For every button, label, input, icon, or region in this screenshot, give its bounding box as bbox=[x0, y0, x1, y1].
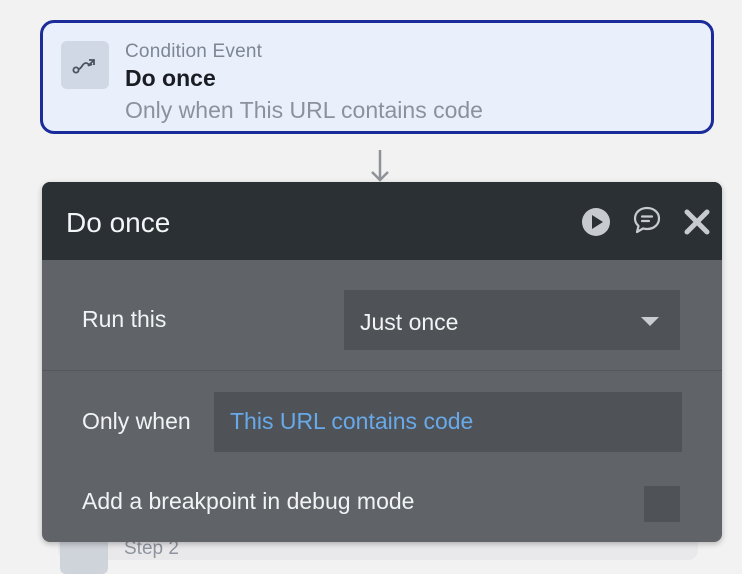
only-when-expression: This URL contains code bbox=[230, 408, 474, 434]
panel-title: Do once bbox=[66, 207, 171, 238]
run-this-selected-value: Just once bbox=[360, 309, 459, 335]
condition-event-card[interactable]: Condition Event Do once Only when This U… bbox=[40, 20, 714, 134]
only-when-label: Only when bbox=[82, 408, 191, 434]
event-title: Do once bbox=[125, 65, 216, 91]
run-this-label: Run this bbox=[82, 306, 167, 332]
panel-header: Do once bbox=[42, 182, 722, 260]
comment-icon[interactable] bbox=[631, 204, 663, 236]
close-icon[interactable] bbox=[681, 206, 713, 238]
event-condition-summary: Only when This URL contains code bbox=[125, 97, 483, 123]
route-icon bbox=[61, 41, 109, 89]
play-icon[interactable] bbox=[580, 206, 612, 238]
breakpoint-label: Add a breakpoint in debug mode bbox=[82, 488, 415, 514]
connector-arrow-icon bbox=[371, 150, 389, 182]
breakpoint-checkbox[interactable] bbox=[644, 486, 680, 522]
event-type-label: Condition Event bbox=[125, 41, 263, 62]
only-when-expression-field[interactable]: This URL contains code bbox=[214, 392, 682, 452]
chevron-down-icon bbox=[641, 317, 659, 326]
row-divider bbox=[42, 370, 722, 371]
run-this-dropdown[interactable]: Just once bbox=[344, 290, 680, 350]
action-property-panel: Do once Run this Just once Only wh bbox=[42, 182, 722, 542]
